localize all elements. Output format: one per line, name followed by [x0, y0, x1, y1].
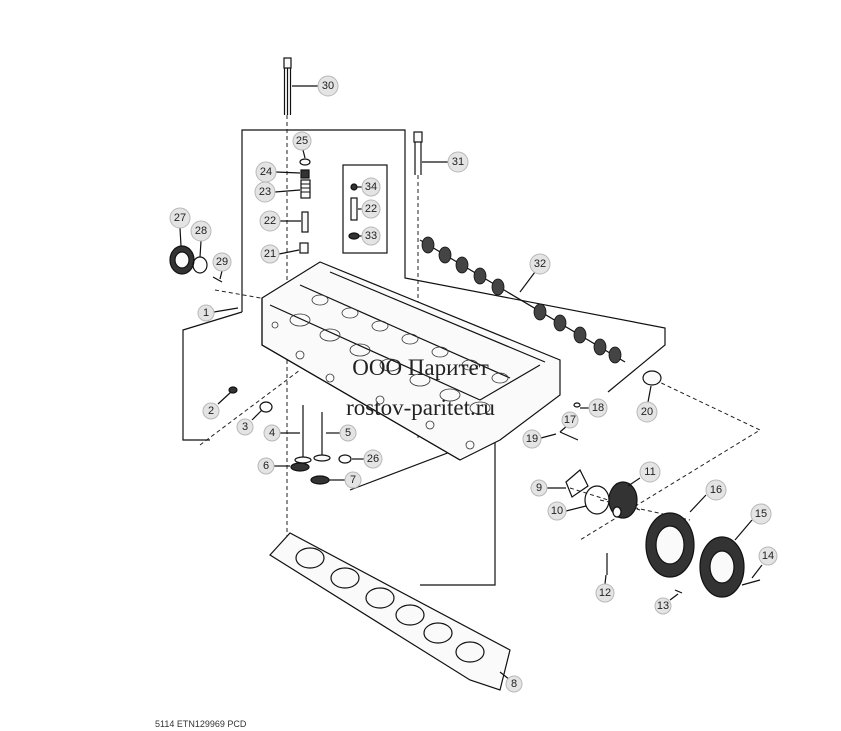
svg-text:17: 17 — [564, 414, 576, 426]
svg-text:2: 2 — [208, 405, 214, 417]
svg-text:20: 20 — [641, 406, 653, 418]
head-bolt-short — [413, 131, 423, 175]
callout-5: 5 — [326, 424, 357, 442]
figure-code: 5114 ETN129969 PCD — [155, 719, 247, 729]
gear-train — [559, 402, 761, 598]
callout-27: 27 — [169, 207, 191, 247]
svg-text:27: 27 — [174, 212, 186, 224]
callout-15: 15 — [734, 503, 772, 541]
callout-17: 17 — [559, 411, 579, 433]
callout-23: 23 — [254, 181, 301, 203]
bushing — [642, 370, 662, 386]
svg-text:5: 5 — [345, 427, 351, 439]
svg-text:29: 29 — [216, 256, 228, 268]
callout-31: 31 — [422, 151, 469, 173]
svg-text:22: 22 — [365, 203, 377, 215]
callout-32: 32 — [519, 253, 551, 293]
svg-text:9: 9 — [536, 482, 542, 494]
callout-4: 4 — [263, 424, 300, 442]
callout-25: 25 — [292, 131, 312, 159]
svg-text:19: 19 — [526, 433, 538, 445]
callout-33: 33 — [359, 226, 381, 246]
svg-text:8: 8 — [511, 678, 517, 690]
svg-text:26: 26 — [367, 453, 379, 465]
svg-text:13: 13 — [657, 600, 669, 612]
svg-text:22: 22 — [264, 215, 276, 227]
valves-and-seals — [228, 386, 352, 485]
svg-text:10: 10 — [551, 505, 563, 517]
callout-16: 16 — [689, 479, 727, 513]
svg-text:21: 21 — [264, 248, 276, 260]
svg-text:15: 15 — [755, 508, 767, 520]
callout-10: 10 — [547, 501, 587, 521]
callout-20: 20 — [636, 385, 658, 423]
cylinder-head — [261, 261, 561, 461]
svg-text:7: 7 — [350, 474, 356, 486]
callout-2: 2 — [202, 391, 232, 420]
svg-text:28: 28 — [195, 225, 207, 237]
callout-12: 12 — [595, 574, 615, 603]
callout-3: 3 — [236, 409, 263, 436]
svg-text:14: 14 — [762, 550, 774, 562]
callout-1: 1 — [197, 304, 239, 322]
callout-24: 24 — [255, 161, 301, 183]
callout-22-inset: 22 — [358, 199, 381, 219]
head-gasket — [269, 532, 511, 691]
camshaft — [419, 236, 626, 364]
svg-text:34: 34 — [365, 181, 377, 193]
svg-text:3: 3 — [242, 421, 248, 433]
callout-13: 13 — [654, 593, 679, 615]
svg-text:24: 24 — [260, 166, 272, 178]
svg-text:31: 31 — [452, 156, 464, 168]
head-bolt-long — [283, 57, 292, 115]
callout-29: 29 — [212, 252, 232, 280]
valve-train-stack — [299, 158, 311, 254]
callout-9: 9 — [530, 479, 566, 497]
callout-22-left: 22 — [259, 210, 301, 232]
svg-text:4: 4 — [269, 427, 275, 439]
callout-19: 19 — [522, 429, 557, 449]
outline-frame — [182, 129, 666, 586]
callout-34: 34 — [357, 177, 381, 197]
svg-text:6: 6 — [263, 460, 269, 472]
svg-text:11: 11 — [644, 466, 655, 478]
thermostat-housing — [169, 245, 223, 283]
svg-text:23: 23 — [259, 186, 271, 198]
svg-text:32: 32 — [534, 258, 546, 270]
callout-8: 8 — [499, 671, 523, 693]
svg-text:18: 18 — [592, 402, 604, 414]
svg-text:12: 12 — [599, 587, 611, 599]
svg-text:16: 16 — [710, 484, 722, 496]
callout-18: 18 — [580, 398, 608, 418]
watermark-site: rostov-paritet.ru — [346, 395, 495, 420]
svg-text:1: 1 — [203, 307, 209, 319]
callout-11: 11 — [627, 461, 661, 487]
callout-26: 26 — [352, 449, 383, 469]
callout-21: 21 — [260, 244, 300, 264]
callout-28: 28 — [190, 220, 212, 258]
watermark-company: ООО Паритет — [352, 355, 489, 380]
callout-14: 14 — [751, 546, 778, 579]
callout-6: 6 — [257, 457, 290, 475]
svg-text:30: 30 — [322, 80, 334, 92]
callout-7: 7 — [329, 471, 362, 489]
callout-30: 30 — [292, 75, 339, 97]
svg-text:33: 33 — [365, 230, 377, 242]
svg-text:25: 25 — [296, 135, 308, 147]
